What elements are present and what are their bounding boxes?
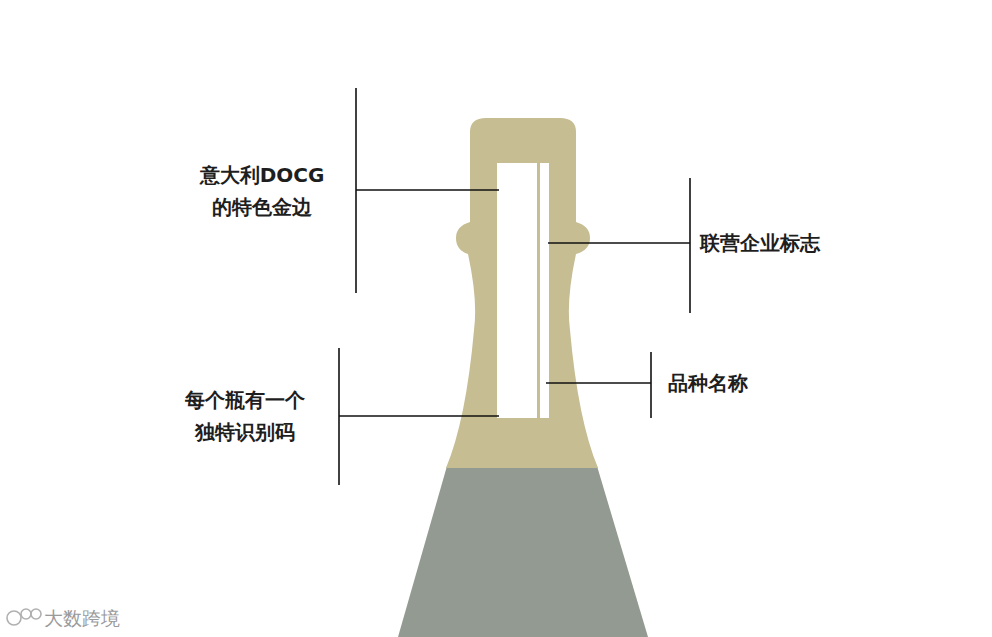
- callout-label: 意大利DOCG 的特色金边: [200, 159, 325, 223]
- watermark-logo: [7, 609, 41, 625]
- neck-label-strip: [497, 163, 549, 418]
- gold-stripe: [537, 163, 540, 418]
- bottle-body: [398, 466, 648, 637]
- callout-label: 品种名称: [668, 367, 748, 399]
- callout-label: 每个瓶有一个 独特识别码: [185, 384, 305, 448]
- leader-lines: [339, 88, 690, 485]
- watermark: 大数跨境: [44, 603, 120, 633]
- callout-label: 联营企业标志: [700, 227, 820, 259]
